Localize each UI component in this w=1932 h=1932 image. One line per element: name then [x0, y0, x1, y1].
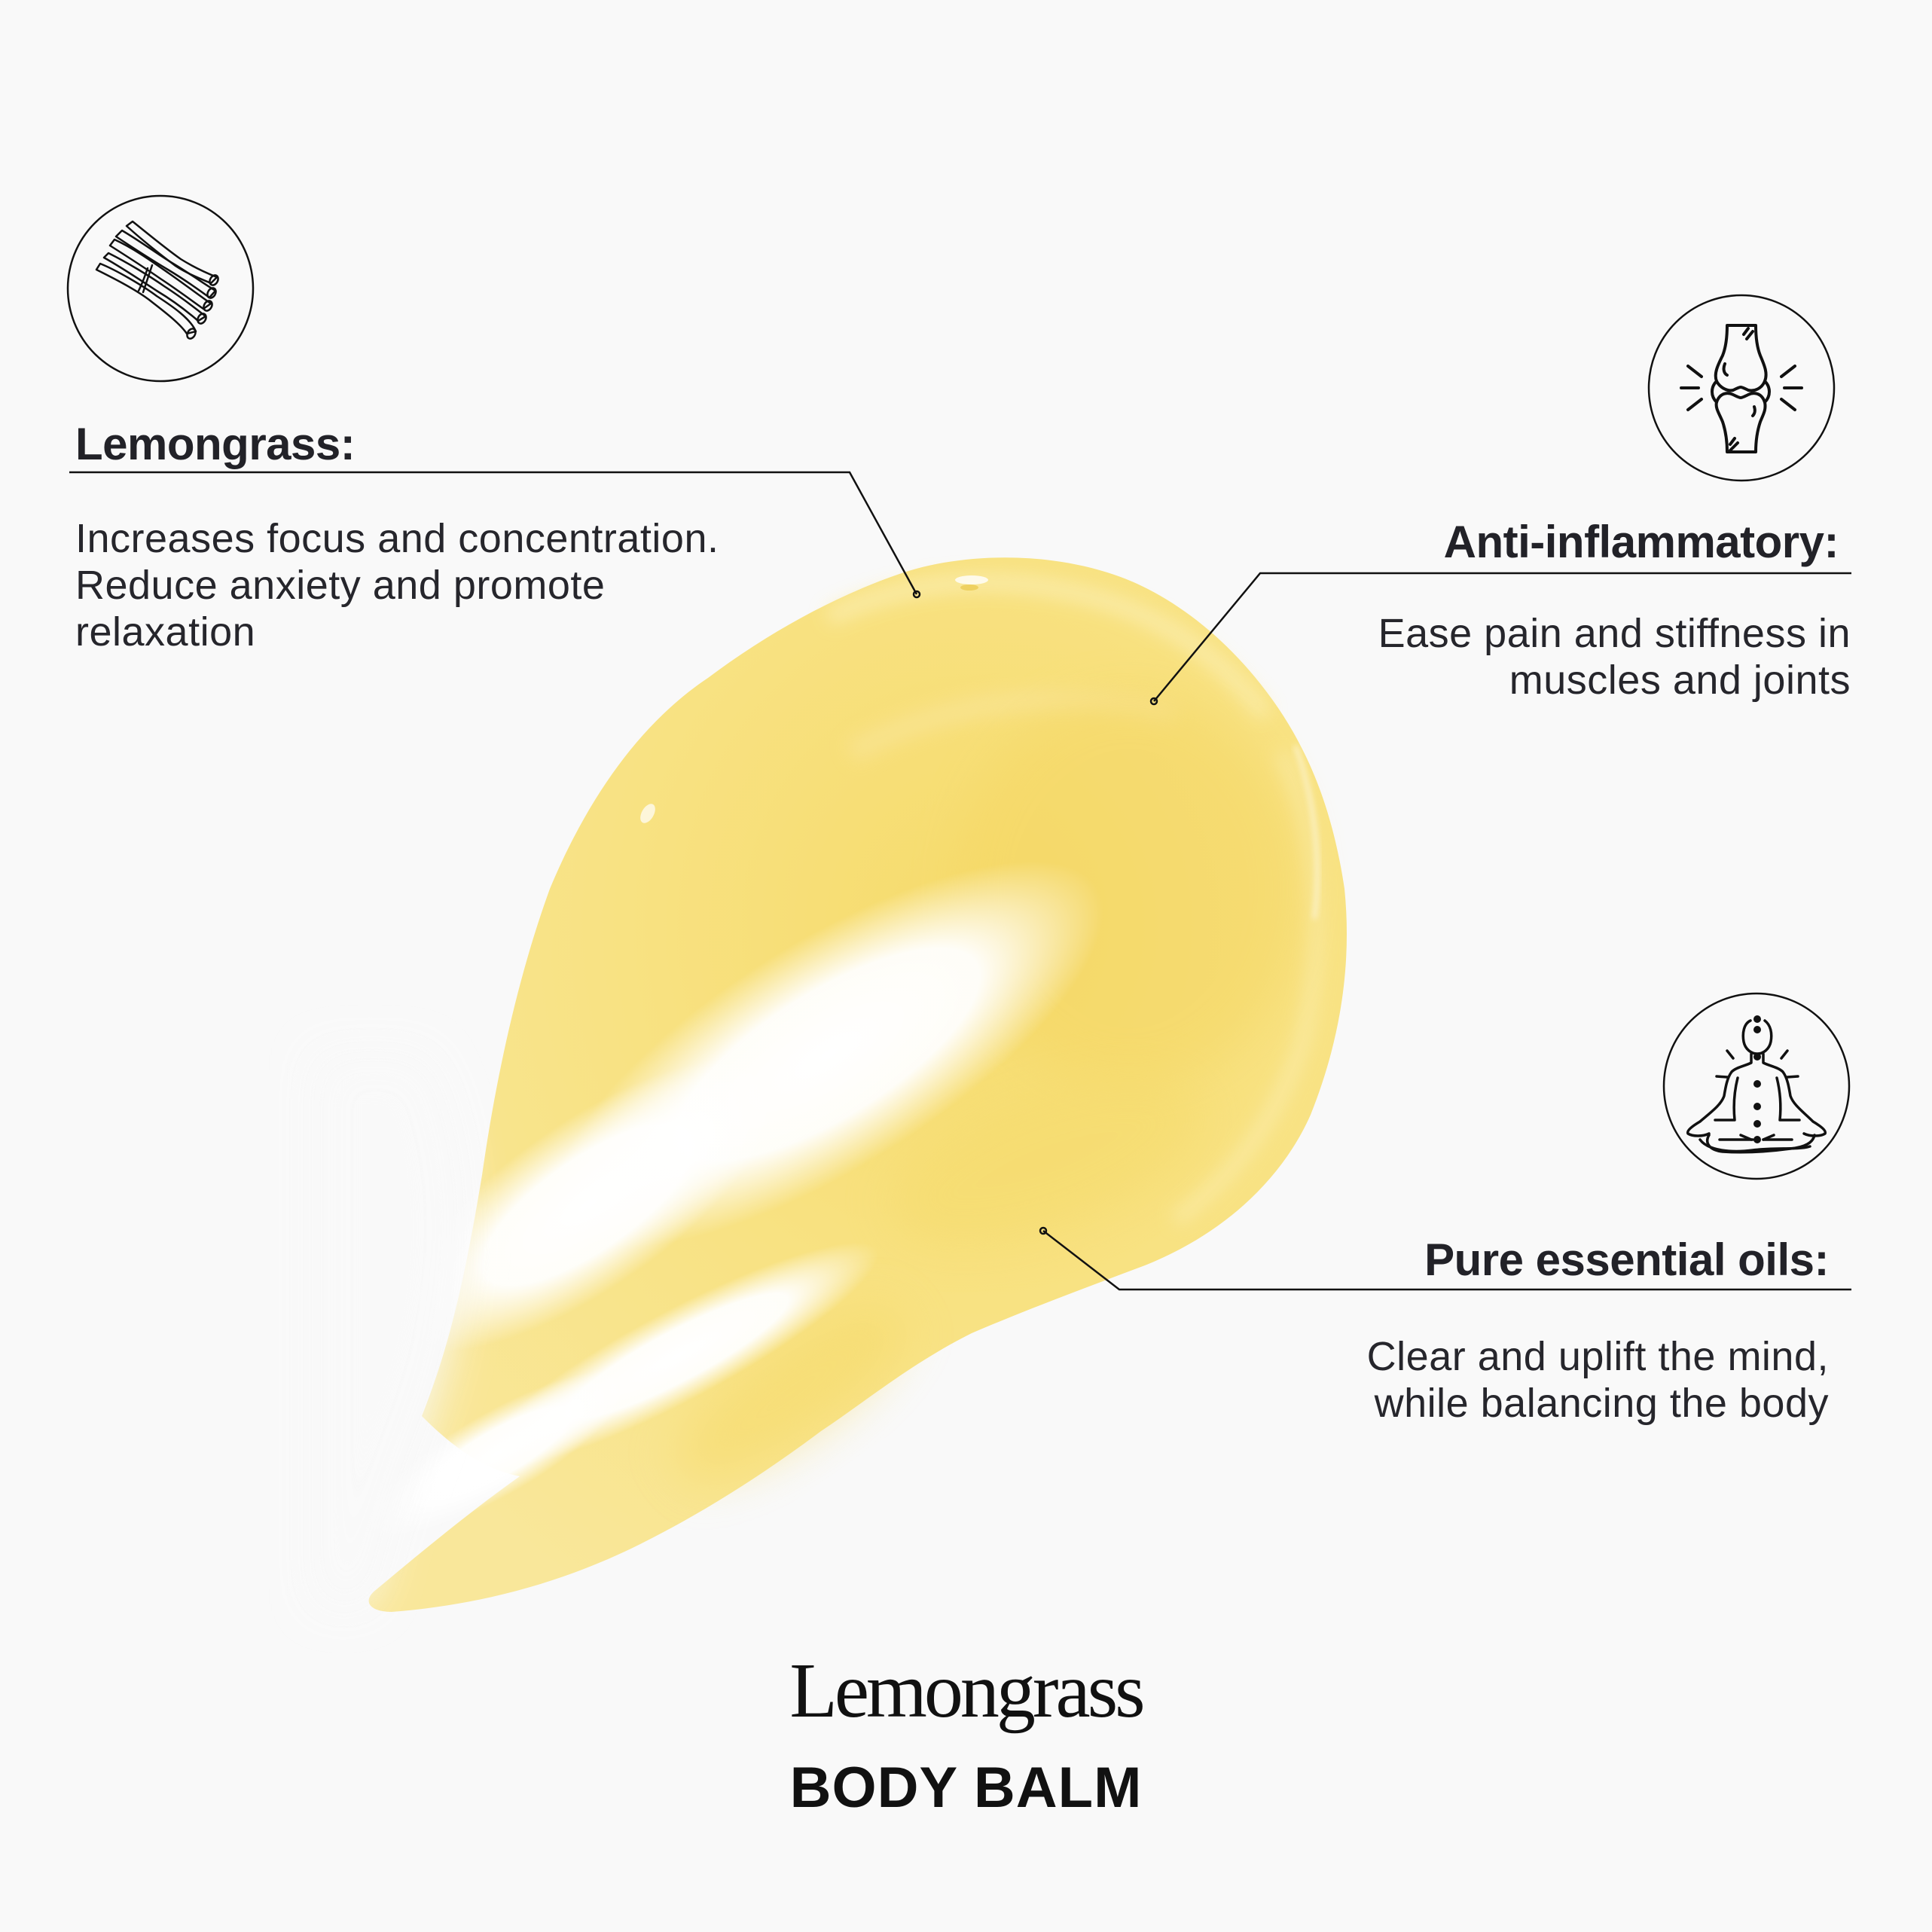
- description-line: Clear and uplift the mind,: [1366, 1334, 1829, 1379]
- product-name: Lemongrass: [789, 1647, 1145, 1734]
- feature-description-essential-oils: Clear and uplift the mind, while balanci…: [1367, 1333, 1829, 1427]
- description-line: Ease pain and stiffness in: [1378, 611, 1851, 656]
- description-line: Increases focus and concentration.: [75, 516, 719, 561]
- feature-heading-essential-oils: Pure essential oils:: [1424, 1235, 1829, 1285]
- knee-joint-icon: [1647, 294, 1836, 482]
- description-line: Reduce anxiety and promote: [75, 563, 606, 608]
- feature-description-lemongrass: Increases focus and concentration. Reduc…: [75, 515, 719, 655]
- leader-lines: [69, 471, 1851, 1291]
- description-line: relaxation: [75, 609, 256, 655]
- lemongrass-bundle-icon: [66, 194, 255, 383]
- feature-description-anti-inflammatory: Ease pain and stiffness in muscles and j…: [1378, 610, 1851, 704]
- product-type: BODY BALM: [789, 1756, 1143, 1820]
- description-line: muscles and joints: [1509, 658, 1851, 703]
- description-line: while balancing the body: [1374, 1381, 1829, 1426]
- feature-heading-lemongrass: Lemongrass:: [75, 419, 356, 469]
- feature-heading-anti-inflammatory: Anti-inflammatory:: [1443, 517, 1839, 567]
- meditation-pose-icon: [1662, 992, 1851, 1180]
